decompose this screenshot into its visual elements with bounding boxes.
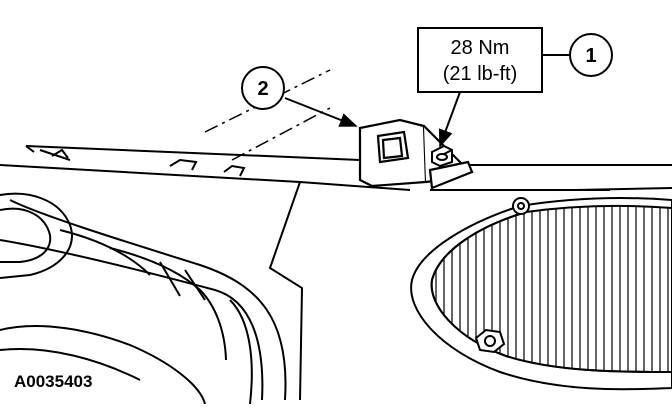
headlamp-assembly <box>410 197 672 391</box>
callout-1: 1 <box>569 33 613 77</box>
leader-lines <box>284 54 570 148</box>
torque-metric: 28 Nm <box>451 37 510 59</box>
reference-lines <box>204 69 331 161</box>
callout-2-number: 2 <box>257 78 268 100</box>
bracket <box>358 118 474 190</box>
torque-spec-box: 28 Nm (21 lb-ft) <box>417 27 543 93</box>
figure-id: A0035403 <box>14 372 92 391</box>
callout-1-number: 1 <box>585 45 596 67</box>
callout-2: 2 <box>241 66 285 110</box>
headlamp-fasteners <box>474 197 530 354</box>
engine-harness <box>0 192 287 405</box>
torque-imperial: (21 lb-ft) <box>443 63 517 85</box>
